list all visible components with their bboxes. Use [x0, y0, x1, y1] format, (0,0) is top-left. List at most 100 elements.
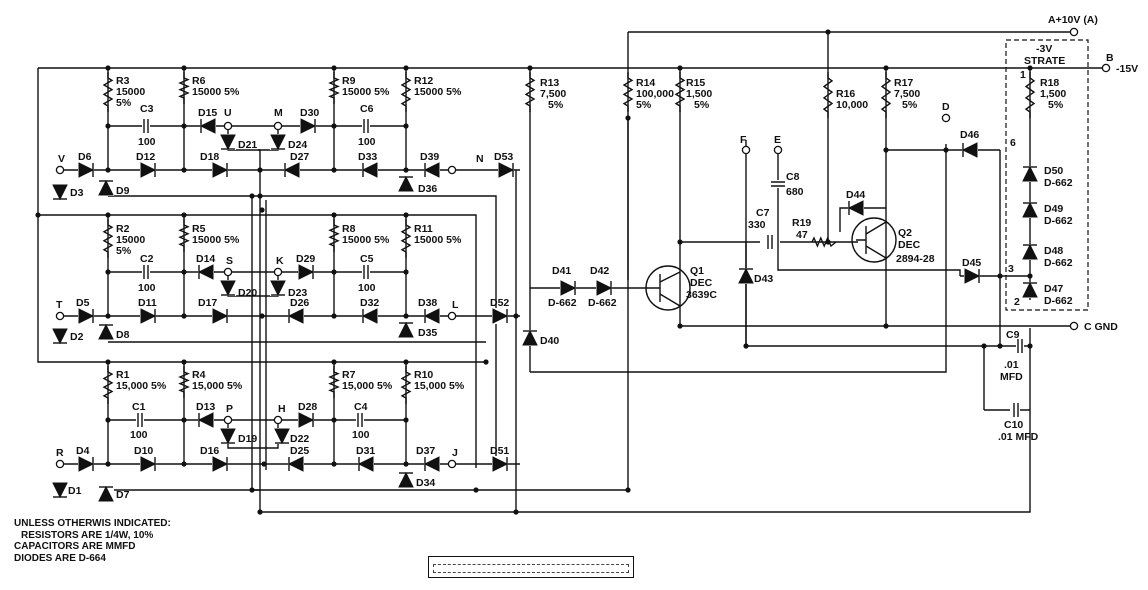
- pin-3: 3: [1008, 263, 1014, 275]
- node-l: L: [452, 299, 459, 311]
- junction-dot: [883, 65, 889, 71]
- node-u: U: [224, 107, 232, 119]
- capacitor-symbol: [357, 413, 363, 427]
- d11-label: D11: [138, 297, 157, 309]
- junction-dot: [331, 461, 337, 467]
- r11-val: 15000 5%: [414, 234, 462, 246]
- d42-label: D42: [590, 265, 609, 277]
- d29-label: D29: [296, 253, 315, 265]
- diode-symbol: [298, 412, 315, 428]
- capacitor-symbol: [143, 265, 149, 279]
- junction-dot: [493, 461, 499, 467]
- capacitor-symbol: [770, 180, 786, 188]
- junction-dot: [743, 343, 749, 349]
- d14-label: D14: [196, 253, 215, 265]
- capacitor-symbol: [771, 181, 785, 187]
- diode-symbol: [398, 321, 414, 338]
- q1-transistor: [645, 265, 691, 311]
- junction-dot: [403, 212, 409, 218]
- diode-symbol: [287, 456, 304, 472]
- diode-symbol: [1022, 243, 1038, 260]
- d22-label: D22: [290, 433, 309, 445]
- r7-ref: R7: [342, 369, 356, 381]
- d41-type: D-662: [548, 297, 577, 309]
- node-m: M: [274, 107, 283, 119]
- junction-dot: [249, 193, 255, 199]
- r13-ref: R13: [540, 77, 559, 89]
- r17-val: 7,500: [894, 88, 920, 100]
- junction-dot: [513, 313, 519, 319]
- d28-label: D28: [298, 401, 317, 413]
- d52-label: D52: [490, 297, 509, 309]
- diode-symbol: [140, 308, 157, 324]
- capacitor-symbol: [356, 412, 364, 428]
- junction-dot: [181, 313, 187, 319]
- d20-label: D20: [238, 287, 257, 299]
- diode-symbol: [220, 280, 236, 297]
- capacitor-labels: C3 100 C6 100 C2 100 C5 100 C1 100 C4 10…: [130, 103, 1039, 443]
- diode-labels: D6 D12 D15 D18 D21 D24 D27 D30 D33 D36 D…: [68, 107, 1073, 501]
- d34-label: D34: [416, 477, 435, 489]
- junction-dot: [257, 167, 263, 173]
- q2-ref: Q2: [898, 227, 912, 239]
- capacitor-symbol: [142, 264, 150, 280]
- c10-ref: C10: [1004, 419, 1023, 431]
- diode-symbol: [270, 280, 286, 297]
- d21-label: D21: [238, 139, 257, 151]
- d38-label: D38: [418, 297, 437, 309]
- r4-ref: R4: [192, 369, 206, 381]
- d48-type: D-662: [1044, 257, 1073, 269]
- junction-dot: [181, 123, 187, 129]
- c9-unit: MFD: [1000, 371, 1023, 383]
- d47-label: D47: [1044, 283, 1063, 295]
- d45-label: D45: [962, 257, 981, 269]
- diode-symbol: [98, 485, 114, 502]
- terminal-node: [223, 415, 233, 425]
- diode-symbol: [847, 200, 864, 216]
- note-diodes: DIODES ARE D-664: [14, 552, 106, 564]
- node-d: D: [942, 101, 950, 113]
- diode-symbols: [52, 118, 1038, 502]
- r18-val: 1,500: [1040, 88, 1066, 100]
- transistor-labels: Q1 DEC 3639C Q2 DEC 2894-28: [686, 227, 935, 301]
- d9-label: D9: [116, 185, 130, 197]
- junction-dot: [403, 65, 409, 71]
- junction-dot: [403, 269, 409, 275]
- d17-label: D17: [198, 297, 217, 309]
- junction-dot: [181, 65, 187, 71]
- junction-dot: [331, 313, 337, 319]
- junction-dot: [257, 509, 263, 515]
- junction-dot: [981, 343, 987, 349]
- terminal-b-label: B: [1106, 52, 1114, 64]
- d8-label: D8: [116, 329, 130, 341]
- r6-ref: R6: [192, 75, 206, 87]
- junction-dot: [625, 487, 631, 493]
- d35-label: D35: [418, 327, 437, 339]
- driver-wiring: [530, 32, 1031, 411]
- junction-dot: [181, 212, 187, 218]
- diode-symbol: [78, 456, 95, 472]
- diode-symbol: [361, 162, 378, 178]
- d3-label: D3: [70, 187, 84, 199]
- diode-symbol: [423, 162, 440, 178]
- diode-symbol: [220, 134, 236, 151]
- junction-dot: [181, 167, 187, 173]
- junction-dot: [331, 417, 337, 423]
- terminal-node: [1069, 27, 1079, 37]
- diode-symbol: [98, 323, 114, 340]
- title-block-inner: [433, 564, 629, 573]
- r19-ref: R19: [792, 217, 811, 229]
- diode-symbol: [398, 175, 414, 192]
- d33-label: D33: [358, 151, 377, 163]
- diode-symbol: [274, 428, 290, 445]
- r14-val: 100,000: [636, 88, 674, 100]
- junction-dot: [677, 239, 683, 245]
- capacitor-symbol: [137, 413, 143, 427]
- title-block: [428, 556, 634, 578]
- q2-type: 2894-28: [896, 253, 935, 265]
- schematic-notes: UNLESS OTHERWIS INDICATED: RESISTORS ARE…: [14, 518, 171, 564]
- diode-symbol: [1022, 165, 1038, 182]
- junction-dot: [105, 417, 111, 423]
- d44-label: D44: [846, 189, 865, 201]
